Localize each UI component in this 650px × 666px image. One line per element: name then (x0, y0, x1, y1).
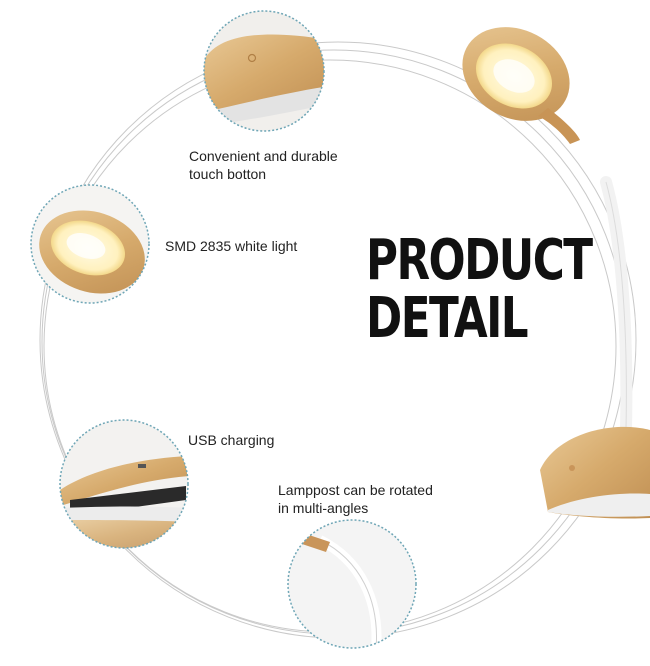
gooseneck-icon (288, 520, 416, 648)
feature-label-touch-button: Convenient and durable touch botton (189, 148, 338, 182)
headline-line-1: PRODUCT (366, 228, 593, 293)
touch-button-icon (204, 11, 324, 131)
feature-label-white-light: SMD 2835 white light (165, 238, 298, 254)
usb-port-icon (60, 420, 188, 548)
feature-label-rotation: Lamppost can be rotated in multi-angles (278, 482, 433, 516)
headline-line-2: DETAIL (366, 286, 529, 351)
light-ring-icon (31, 185, 149, 303)
page-title: PRODUCT DETAIL (366, 228, 593, 351)
feature-label-usb-charging: USB charging (188, 432, 275, 448)
lamp-product-image (462, 27, 650, 519)
